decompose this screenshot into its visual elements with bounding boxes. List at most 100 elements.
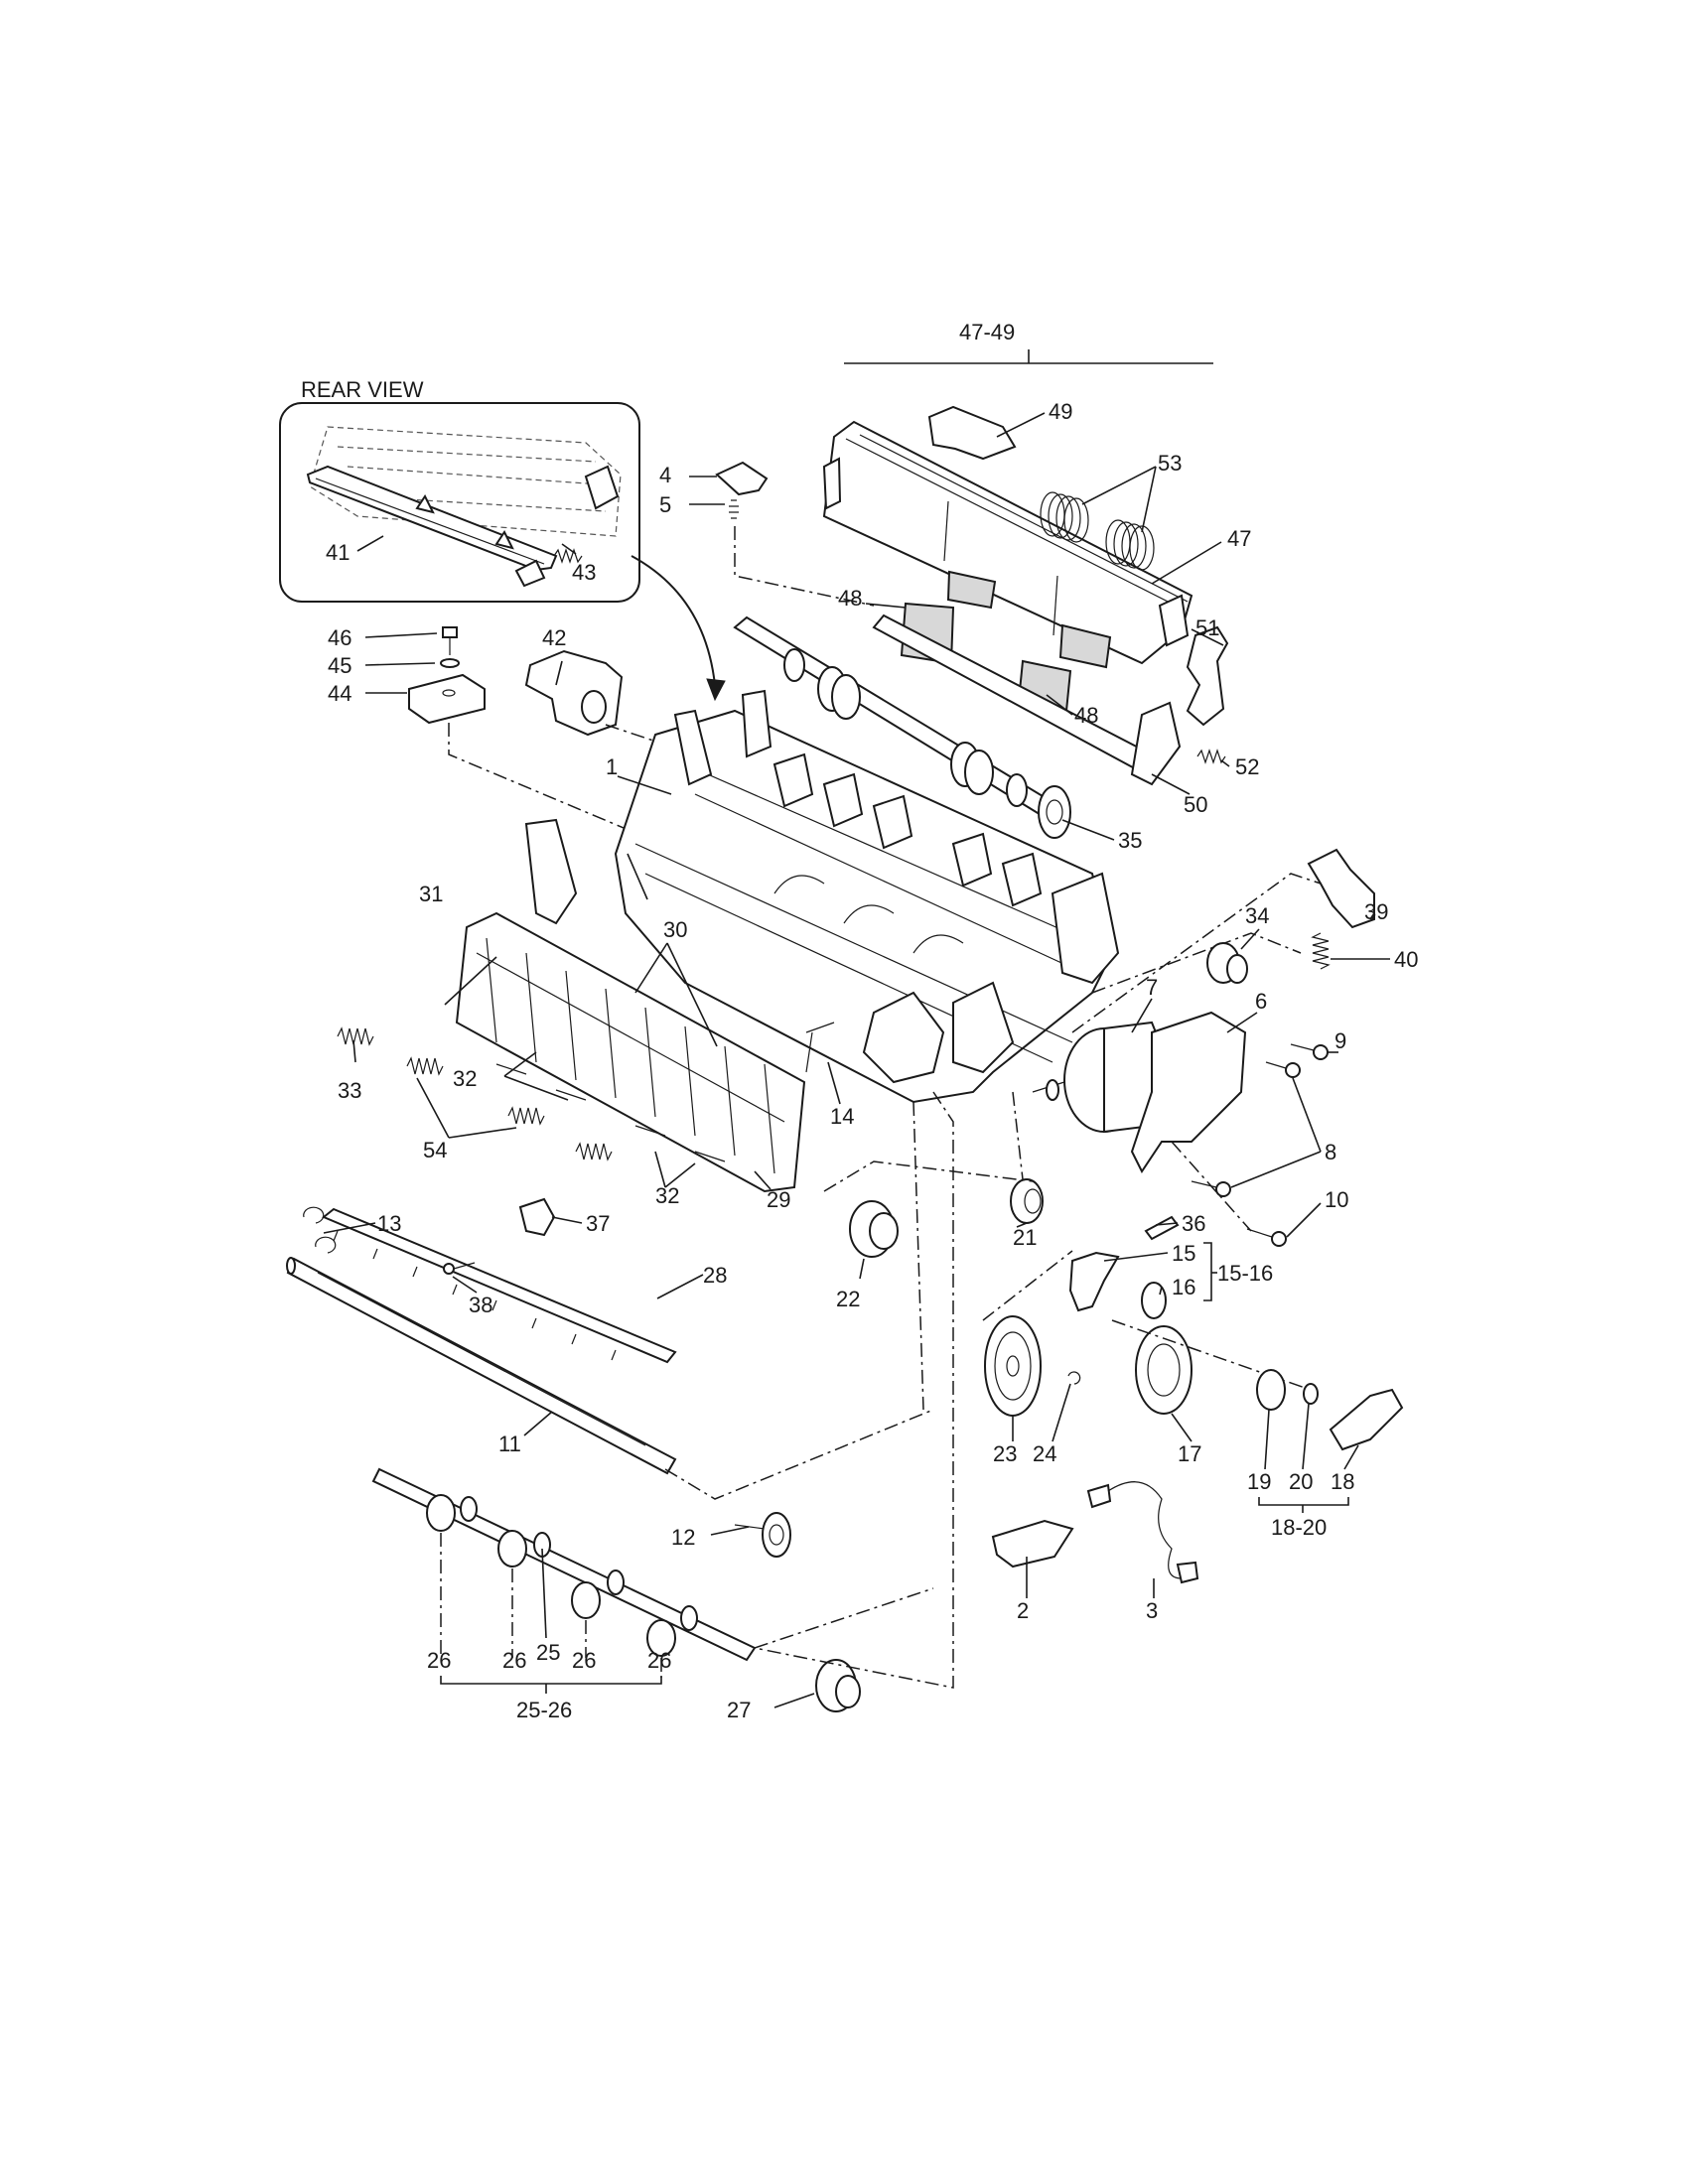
label-32a: 32 [453, 1066, 477, 1091]
label-9: 9 [1334, 1028, 1346, 1053]
label-31: 31 [419, 882, 443, 906]
label-46: 46 [328, 625, 351, 650]
label-24: 24 [1033, 1441, 1056, 1466]
part-47 [822, 420, 1193, 665]
rear-view-title: REAR VIEW [301, 377, 424, 402]
label-47: 47 [1227, 526, 1251, 551]
label-16: 16 [1172, 1275, 1195, 1299]
part-53-springs [1040, 491, 1155, 571]
part-39 [1307, 848, 1375, 929]
label-40: 40 [1394, 947, 1418, 972]
leader-lines [323, 412, 1390, 1708]
part-51 [1186, 625, 1229, 727]
label-48a: 48 [838, 586, 862, 611]
label-25: 25 [536, 1640, 560, 1665]
label-13: 13 [377, 1211, 401, 1236]
part-37 [518, 1197, 556, 1237]
label-10: 10 [1325, 1187, 1348, 1212]
part-36 [1144, 1215, 1180, 1241]
label-11: 11 [498, 1432, 521, 1456]
part-9 [1290, 1043, 1329, 1060]
part-28-bar [322, 1207, 677, 1364]
part-27-gear [815, 1659, 861, 1712]
label-47-49: 47-49 [959, 320, 1015, 344]
label-38: 38 [469, 1293, 492, 1317]
part-6 [1130, 1011, 1247, 1173]
label-49: 49 [1049, 399, 1072, 424]
label-18-20: 18-20 [1271, 1515, 1327, 1540]
label-7: 7 [1146, 975, 1158, 1000]
label-25-26: 25-26 [516, 1698, 572, 1722]
part-5 [729, 499, 739, 519]
label-53: 53 [1158, 451, 1182, 476]
label-28: 28 [703, 1263, 727, 1288]
part-33-54-springs [337, 1026, 613, 1161]
label-26c: 26 [572, 1648, 596, 1673]
part-13 [303, 1206, 337, 1254]
label-50: 50 [1184, 792, 1207, 817]
label-27: 27 [727, 1698, 751, 1722]
label-34: 34 [1245, 903, 1269, 928]
label-26d: 26 [647, 1648, 671, 1673]
label-1: 1 [606, 754, 618, 779]
label-48b: 48 [1074, 703, 1098, 728]
label-19: 19 [1247, 1469, 1271, 1494]
part-50 [872, 614, 1182, 786]
rear-view-inset: REAR VIEW [279, 377, 640, 603]
label-41: 41 [326, 540, 350, 565]
label-54: 54 [423, 1138, 447, 1162]
label-32b: 32 [655, 1183, 679, 1208]
part-26-rollers [426, 1494, 676, 1657]
label-5: 5 [659, 492, 671, 517]
part-29-30-31-guides [455, 911, 806, 1193]
part-19 [1256, 1369, 1286, 1411]
label-42: 42 [542, 625, 566, 650]
part-42 [524, 649, 624, 737]
label-14: 14 [830, 1104, 854, 1129]
label-3: 3 [1146, 1598, 1158, 1623]
part-10 [1246, 1228, 1287, 1247]
part-52 [1196, 749, 1226, 764]
label-29: 29 [767, 1187, 790, 1212]
label-6: 6 [1255, 989, 1267, 1014]
label-26b: 26 [502, 1648, 526, 1673]
part-38 [443, 1262, 476, 1275]
label-44: 44 [328, 681, 351, 706]
label-35: 35 [1118, 828, 1142, 853]
label-39: 39 [1364, 899, 1388, 924]
part-20 [1303, 1383, 1319, 1405]
label-18: 18 [1331, 1469, 1354, 1494]
label-20: 20 [1289, 1469, 1313, 1494]
part-11-roller [286, 1257, 677, 1475]
part-14 [805, 1022, 835, 1073]
label-12: 12 [671, 1525, 695, 1550]
label-33: 33 [338, 1078, 361, 1103]
part-1-main-frame [524, 689, 1120, 1104]
part-21-gear [1010, 1178, 1044, 1224]
label-23: 23 [993, 1441, 1017, 1466]
label-15-16: 15-16 [1217, 1261, 1273, 1286]
part-23-gear [984, 1315, 1042, 1417]
part-18 [1329, 1388, 1404, 1451]
part-22-gear [849, 1200, 899, 1258]
part-number-labels: 47-49 49 53 47 48 48 51 52 50 35 4 5 41 … [326, 320, 1418, 1722]
part-49 [927, 405, 1017, 461]
part-40 [1311, 932, 1331, 970]
label-4: 4 [659, 463, 671, 487]
label-45: 45 [328, 653, 351, 678]
label-22: 22 [836, 1287, 860, 1311]
part-35-roller-shaft [733, 615, 1071, 839]
part-24 [1067, 1371, 1081, 1385]
part-25-shaft [371, 1467, 757, 1662]
label-51: 51 [1195, 615, 1219, 640]
label-2: 2 [1017, 1598, 1029, 1623]
label-36: 36 [1182, 1211, 1205, 1236]
part-8 [1191, 1061, 1301, 1197]
part-15 [1068, 1251, 1120, 1312]
part-4 [715, 461, 769, 496]
part-2 [991, 1519, 1074, 1569]
part-34-gear [1206, 942, 1248, 984]
label-30: 30 [663, 917, 687, 942]
label-15: 15 [1172, 1241, 1195, 1266]
